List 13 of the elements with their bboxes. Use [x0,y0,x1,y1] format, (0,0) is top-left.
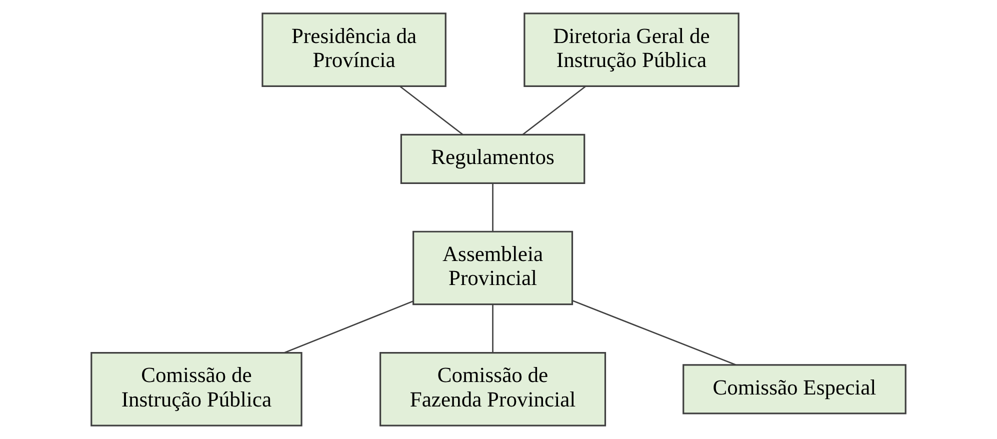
connector [399,86,464,136]
node-box: Comissão de Instrução Pública [90,352,302,426]
node-box: Assembleia Provincial [412,230,574,306]
node-box: Comissão de Fazenda Provincial [380,352,606,426]
node-box: Presidência da Província [262,12,446,87]
connector [522,86,586,136]
connector [572,300,736,366]
connector [492,183,494,232]
node-box: Regulamentos [400,134,586,184]
connector [492,304,494,353]
connector [284,300,414,354]
node-box: Diretoria Geral de Instrução Pública [524,12,740,87]
node-box: Comissão Especial [682,364,906,414]
